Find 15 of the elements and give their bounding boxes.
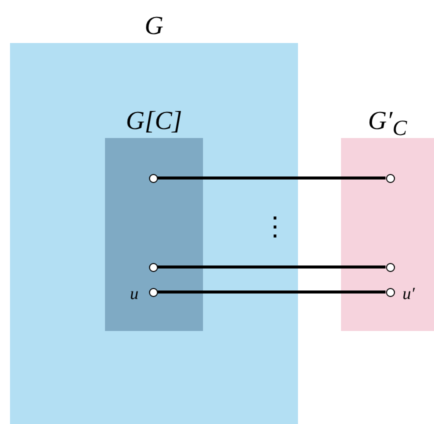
set-label: G′$_{C}$ xyxy=(367,108,408,140)
vertex-circle xyxy=(148,174,158,182)
vertex-label: u′ xyxy=(402,284,415,302)
vertex-circle xyxy=(386,174,394,182)
set-label: G xyxy=(144,13,164,39)
vertical-ellipsis: ⋮ xyxy=(262,214,288,240)
vertex-circle xyxy=(148,288,158,296)
edge-line xyxy=(158,176,386,180)
vertex-circle xyxy=(148,262,158,272)
vertex-circle xyxy=(386,262,394,272)
edge-line xyxy=(158,266,386,268)
set-label: G[C] xyxy=(124,108,184,134)
vertex-label: u xyxy=(130,284,138,302)
vertex-circle xyxy=(386,288,394,296)
edge-line xyxy=(158,290,386,294)
